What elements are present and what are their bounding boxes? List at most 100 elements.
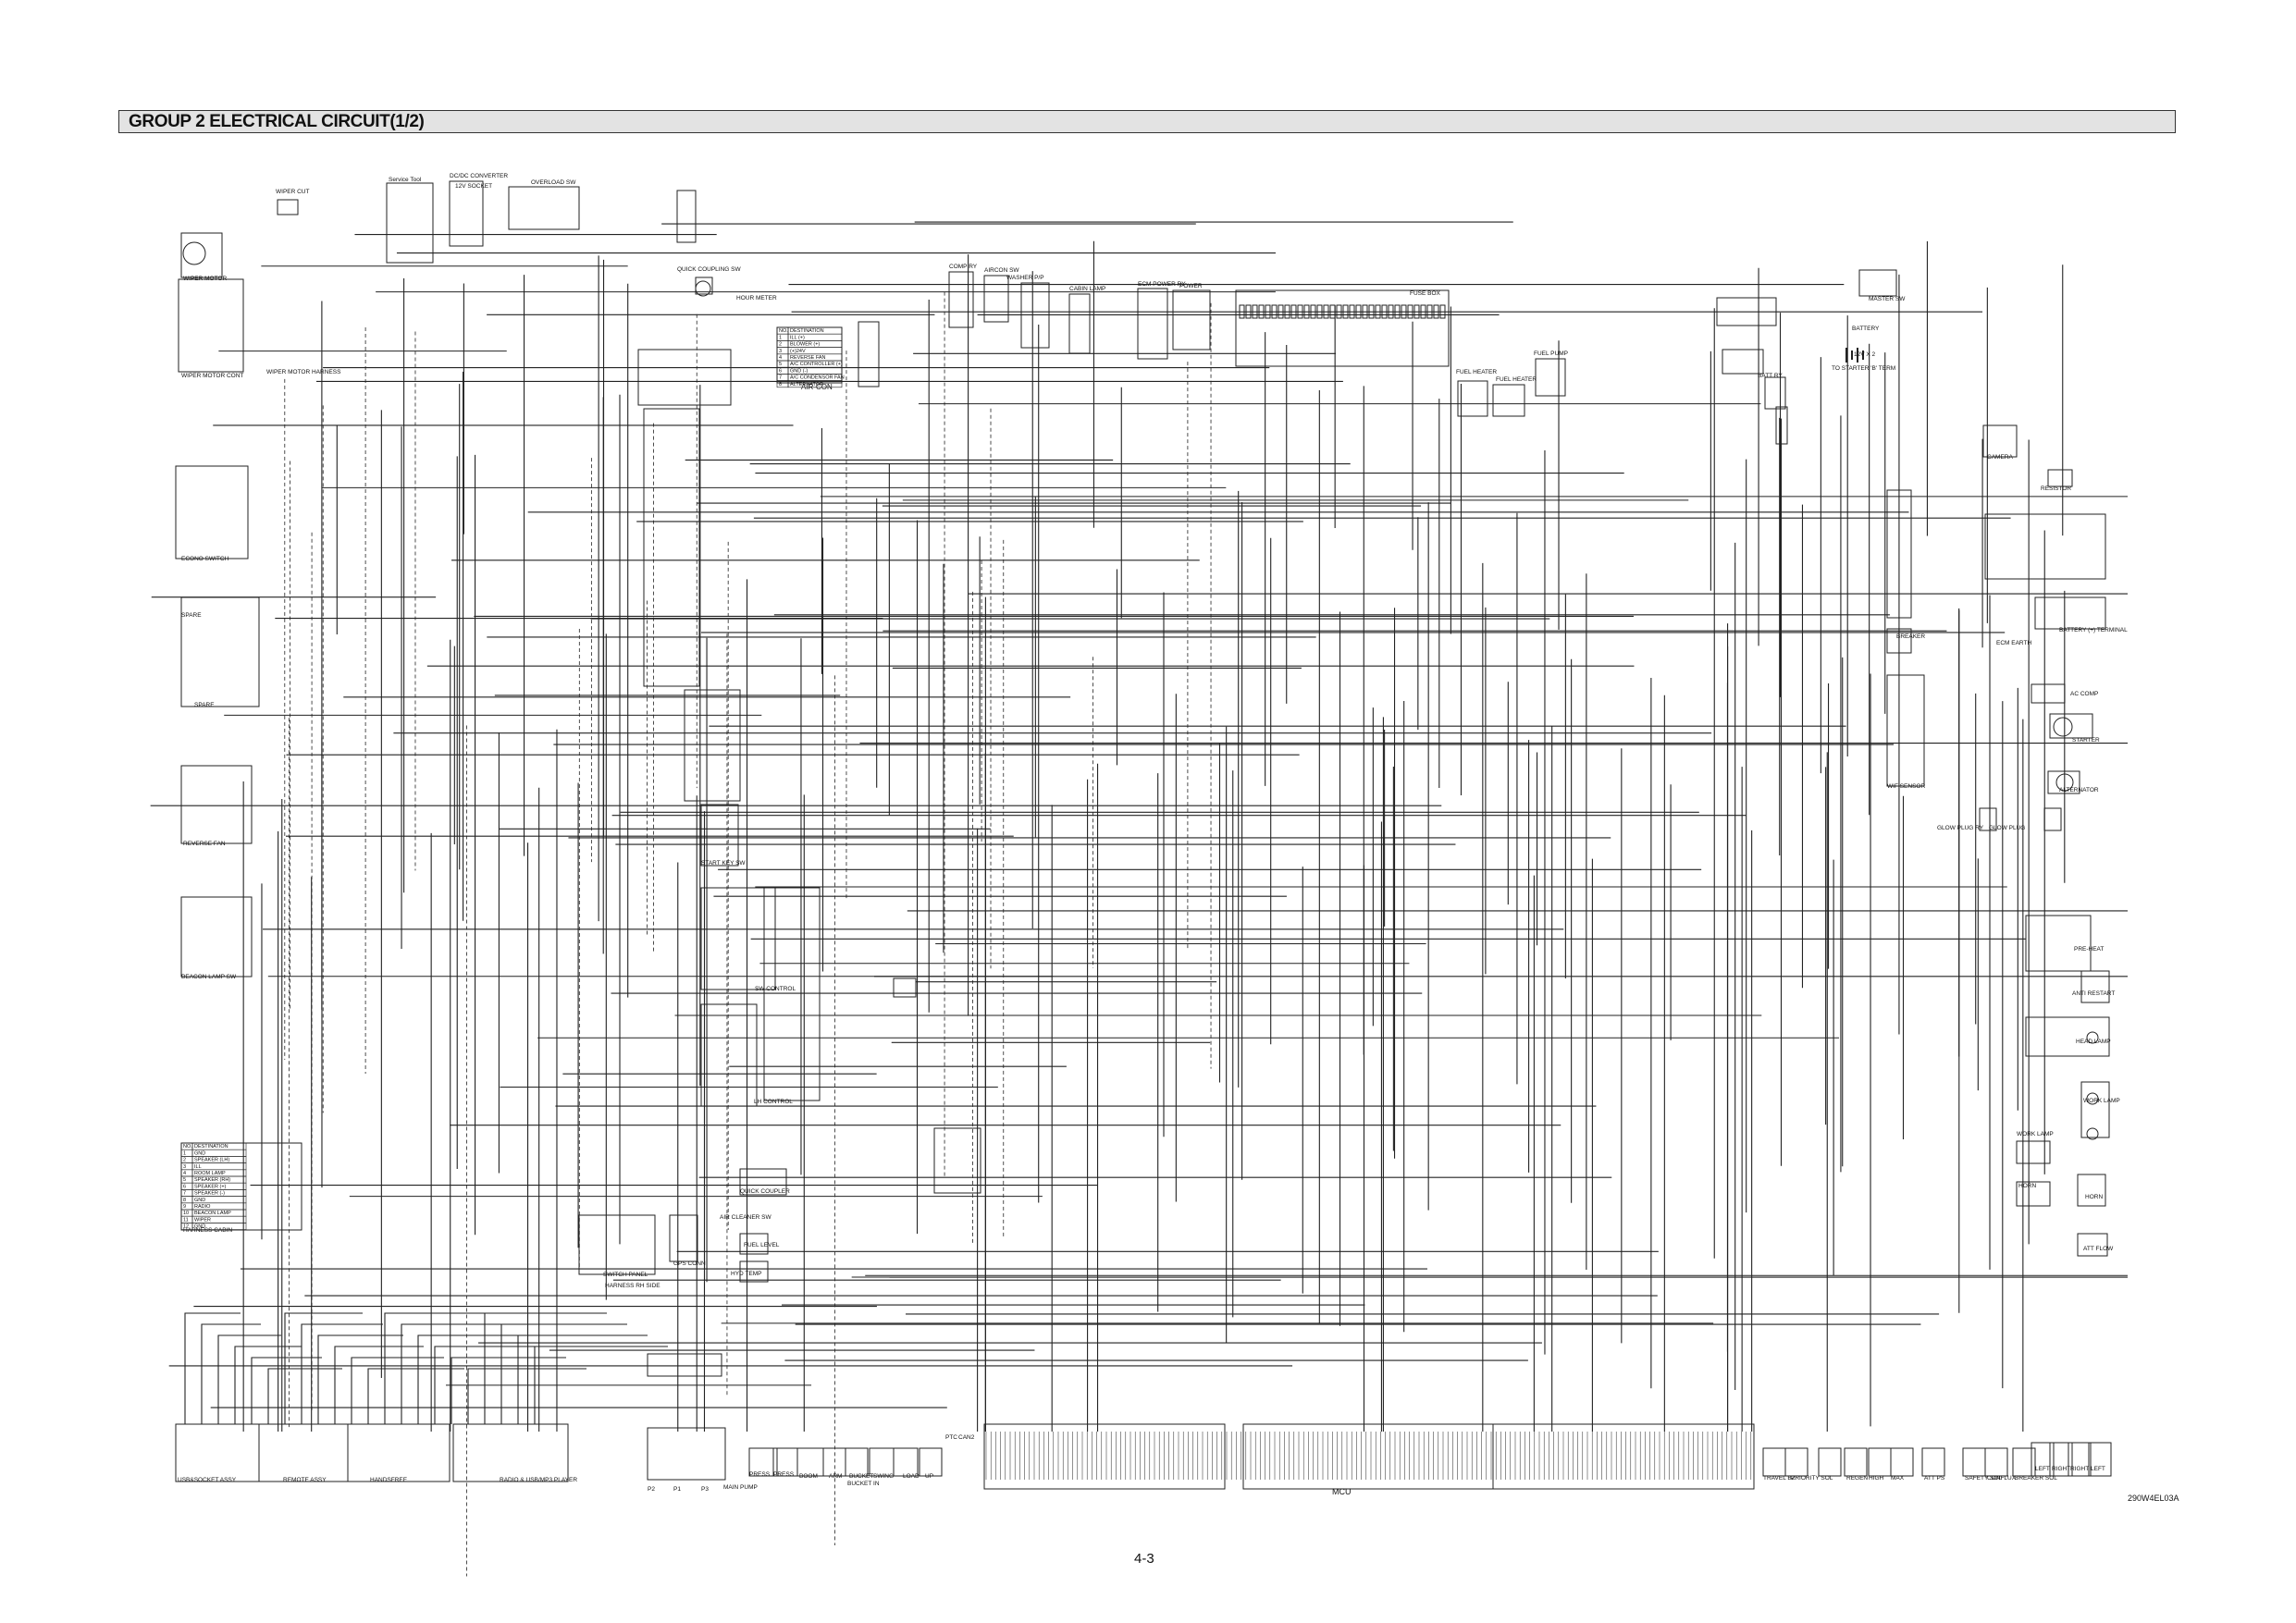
usb-socket-assy-label: USB&SOCKET ASSY bbox=[178, 1477, 237, 1483]
cabin-table-no: 5 bbox=[183, 1177, 186, 1183]
connector-feed bbox=[201, 1323, 261, 1424]
component-block bbox=[1868, 1447, 1892, 1477]
cabin-table-destination: ROOM LAMP bbox=[194, 1171, 226, 1176]
aircon-sw-label: AIRCON SW bbox=[984, 267, 1019, 274]
component-block bbox=[676, 190, 697, 243]
wire-network bbox=[150, 221, 2128, 1577]
can2-label: CAN2 bbox=[958, 1434, 975, 1441]
p3-label: P3 bbox=[701, 1486, 709, 1493]
att-flow-label: ATT FLOW bbox=[2083, 1246, 2114, 1252]
connector-feed bbox=[234, 1346, 302, 1424]
wiper-motor-harness-label: WIPER MOTOR HARNESS bbox=[266, 369, 341, 375]
component-block bbox=[822, 1447, 846, 1477]
fuse-cell bbox=[1355, 304, 1362, 319]
component-block bbox=[684, 689, 741, 802]
travel-bz-label: TRAVEL BZ bbox=[1763, 1475, 1796, 1482]
aircon-table-destination: GND (-) bbox=[790, 368, 808, 374]
section-header-bar: GROUP 2 ELECTRICAL CIRCUIT(1/2) bbox=[118, 110, 2176, 133]
aircon-table-no: 7 bbox=[779, 375, 782, 381]
cabin-table-destination: GND bbox=[194, 1150, 205, 1156]
component-block bbox=[700, 804, 739, 867]
component-block bbox=[2016, 1140, 2051, 1164]
aircon-table-destination: ALTERNATOR bbox=[790, 382, 823, 387]
cabin-table-destination: SPEAKER (-) bbox=[194, 1191, 225, 1197]
fuse-cell bbox=[1329, 304, 1336, 319]
component-block bbox=[347, 1423, 451, 1482]
component-block bbox=[858, 321, 880, 387]
battery-terminal-label: BATTERY (+) TERMINAL bbox=[2059, 627, 2128, 633]
component-block bbox=[508, 186, 580, 230]
camera-label: CAMERA bbox=[1987, 454, 2013, 461]
start-key-sw-label: START KEY SW bbox=[701, 860, 746, 867]
harness-rh-side-label: HARNESS RH SIDE bbox=[605, 1283, 660, 1289]
head-lamp-label: HEAD LAMP bbox=[2076, 1039, 2111, 1045]
fuse-cell bbox=[1278, 304, 1284, 319]
motor-symbol bbox=[695, 280, 711, 297]
fuse-cell bbox=[1336, 304, 1342, 319]
fuel-heater-label: FUEL HEATER bbox=[1456, 369, 1497, 375]
fuse-cell bbox=[1407, 304, 1413, 319]
component-block bbox=[2047, 770, 2080, 794]
cabin-table-destination: BEACON LAMP bbox=[194, 1211, 231, 1216]
connector-feed bbox=[217, 1334, 281, 1424]
aircon-table-destination: (+)24V bbox=[790, 349, 806, 354]
cabin-table-no: 10 bbox=[183, 1211, 189, 1216]
wiper-motor-label: WIPER MOTOR bbox=[183, 276, 227, 282]
press-label-1: PRESS bbox=[749, 1471, 771, 1478]
priority-sol-label: PRIORITY SOL bbox=[1791, 1475, 1833, 1482]
component-block bbox=[2025, 1016, 2110, 1057]
component-block bbox=[1890, 1447, 1914, 1477]
component-block bbox=[258, 1423, 349, 1482]
pre-heat-label: PRE-HEAT bbox=[2074, 946, 2104, 953]
cabin-table-destination: RADIO bbox=[194, 1204, 211, 1210]
mcu-label: MCU bbox=[1332, 1487, 1352, 1496]
connector-feed bbox=[367, 1368, 464, 1424]
anti-restart-label: ANTI RESTART bbox=[2072, 990, 2115, 997]
connector-feed bbox=[384, 1312, 485, 1424]
fuse-cell bbox=[1433, 304, 1439, 319]
fuse-cell bbox=[1271, 304, 1278, 319]
component-block bbox=[180, 896, 253, 977]
motor-symbol bbox=[2086, 1092, 2099, 1105]
component-block bbox=[748, 1447, 778, 1477]
right-label-2: RIGHT bbox=[2070, 1466, 2089, 1472]
component-block bbox=[1921, 1447, 1945, 1477]
socket-12v-label: 12V SOCKET bbox=[455, 183, 492, 190]
fuse-cell bbox=[1362, 304, 1368, 319]
component-block bbox=[845, 1447, 869, 1477]
component-block bbox=[700, 887, 776, 990]
fuse-cell bbox=[1401, 304, 1407, 319]
component-block bbox=[739, 1168, 787, 1196]
component-block bbox=[637, 349, 732, 406]
aircon-table-no: NO. bbox=[779, 328, 788, 334]
component-block bbox=[180, 765, 253, 844]
component-block bbox=[1457, 380, 1488, 417]
component-block bbox=[2031, 1442, 2055, 1477]
section-title: GROUP 2 ELECTRICAL CIRCUIT(1/2) bbox=[129, 112, 425, 131]
air-cleaner-sw-label: AIR CLEANER SW bbox=[720, 1214, 772, 1221]
fuel-heater-label-2: FUEL HEATER bbox=[1496, 376, 1537, 383]
work-lamp-label-2: WORK LAMP bbox=[2017, 1131, 2054, 1137]
main-pump-label: MAIN PUMP bbox=[723, 1484, 758, 1491]
component-block bbox=[983, 1423, 1226, 1490]
power-label: POWER bbox=[1179, 283, 1203, 289]
regen-label: REGEN bbox=[1846, 1475, 1868, 1482]
ecm-earth-label: ECM EARTH bbox=[1996, 640, 2031, 646]
harness-cabin-label: HARNESS CABIN bbox=[183, 1227, 232, 1234]
att-ps-label: ATT PS bbox=[1924, 1475, 1945, 1482]
lh-control-label: LH CONTROL bbox=[754, 1099, 793, 1105]
cabin-table-no: 7 bbox=[183, 1191, 186, 1197]
component-block bbox=[2034, 596, 2106, 630]
component-block bbox=[1235, 289, 1450, 367]
fuse-box-label: FUSE BOX bbox=[1410, 290, 1441, 297]
resistor-label: RESISTOR bbox=[2041, 486, 2071, 492]
component-block bbox=[1979, 807, 1997, 831]
aircon-table-no: 2 bbox=[779, 342, 782, 348]
bucket-label: BUCKET bbox=[849, 1473, 873, 1480]
boom-label: BOOM bbox=[799, 1473, 818, 1480]
fuse-cell bbox=[1303, 304, 1310, 319]
glow-plug-ry-label: GLOW PLUG RY bbox=[1937, 825, 1984, 831]
